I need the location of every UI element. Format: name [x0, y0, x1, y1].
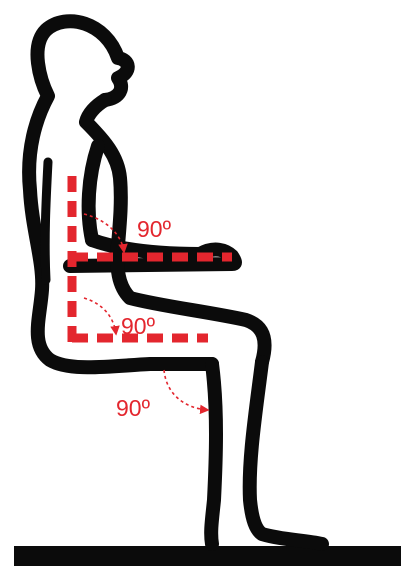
knee-angle-label: 90º [116, 395, 151, 421]
hip-angle-arc [84, 298, 116, 334]
knee-angle-arc [164, 370, 208, 410]
hip-angle-label: 90º [121, 313, 156, 339]
elbow-angle-label: 90º [137, 216, 172, 242]
